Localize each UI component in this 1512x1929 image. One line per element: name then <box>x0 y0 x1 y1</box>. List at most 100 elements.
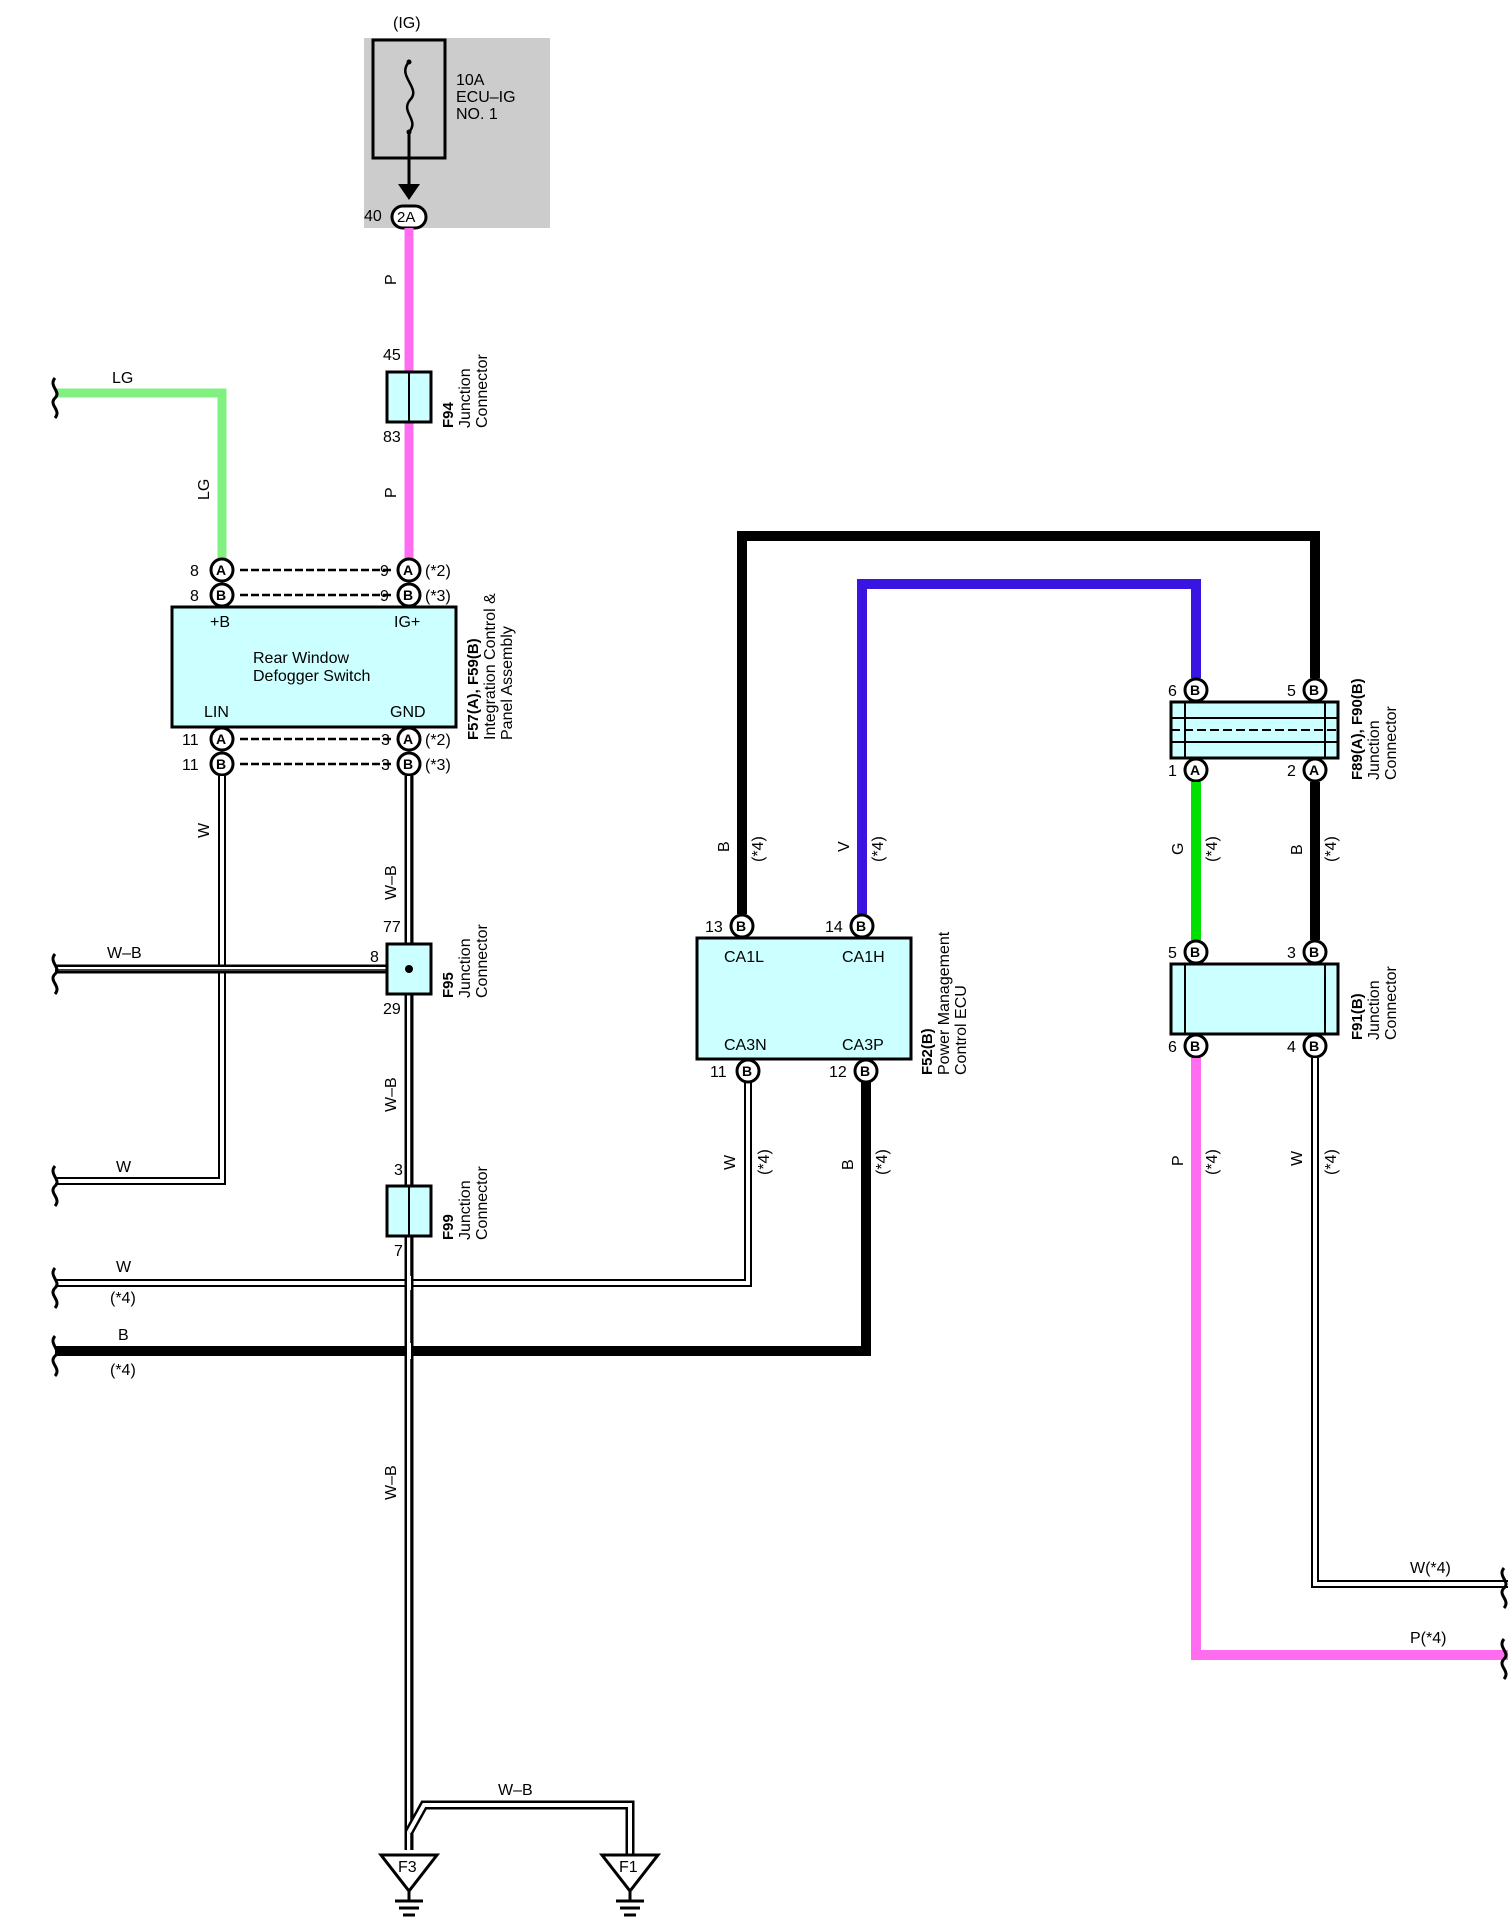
wire-label-w-left-3-note: (*4) <box>110 1290 136 1307</box>
wire-label-p-mid: P <box>383 487 400 498</box>
fuse-pin-number: 40 <box>364 208 382 225</box>
f89-pin-5: 5 <box>1287 683 1296 700</box>
wire-lg <box>55 388 227 558</box>
wire-label-w-left-2: W <box>116 1159 132 1176</box>
f89-pin-1: 1 <box>1168 763 1177 780</box>
sw-conn-b-r2: B <box>403 756 413 772</box>
sw-name-1: Rear Window <box>253 650 349 667</box>
ecu-line2: Control ECU <box>953 985 970 1075</box>
wire-w-right-outline <box>1311 1058 1508 1588</box>
sw-line1: Integration Control & <box>482 593 499 740</box>
wire-label-wb-ground: W–B <box>498 1782 533 1799</box>
sw-note-3: (*3) <box>425 588 451 605</box>
switch-pins-top: A B A B <box>209 557 422 608</box>
f89-id: F89(A), F90(B) <box>1349 678 1366 780</box>
f89-line1: Junction <box>1366 720 1383 780</box>
wire-label-v-ecu-note: (*4) <box>870 836 887 862</box>
ecu-id: F52(B) <box>919 1028 936 1075</box>
wire-label-b-right-note: (*4) <box>1323 836 1340 862</box>
defogger-switch-box <box>170 605 458 729</box>
f94-id: F94 <box>440 401 457 428</box>
f91-conn-b-4: B <box>1309 1038 1319 1054</box>
sw-conn-b-l2: B <box>216 756 226 772</box>
ground-f3-label: F3 <box>398 1859 417 1876</box>
wire-label-wb-left: W–B <box>107 945 142 962</box>
fuse-power-label: (IG) <box>393 15 421 32</box>
ecu-pins-top: B B <box>729 913 875 939</box>
sw-term-lin: LIN <box>204 704 229 721</box>
wire-w-ca3n <box>55 1079 750 1285</box>
ecu-term-ca1l: CA1L <box>724 949 764 966</box>
ground-f1-label: F1 <box>619 1859 638 1876</box>
wire-label-w-left-3: W <box>116 1259 132 1276</box>
wire-label-w-right-note: (*4) <box>1323 1149 1340 1175</box>
wire-label-p-right-end: P(*4) <box>1410 1630 1446 1647</box>
fuse-name-1: ECU–IG <box>456 89 516 106</box>
sw-conn-a-r2: A <box>403 731 413 747</box>
wire-label-w-right-end: W(*4) <box>1410 1560 1451 1577</box>
f94-pin-top: 45 <box>383 347 401 364</box>
f89-conn-b-l: B <box>1190 682 1200 698</box>
sw-conn-a-l: A <box>216 562 226 578</box>
sw-line2: Panel Assembly <box>499 626 516 740</box>
wire-w-left-3-break <box>51 1267 59 1309</box>
wire-w-left-2-break <box>51 1165 59 1207</box>
sw-conn-a-r: A <box>403 562 413 578</box>
f89-line2: Connector <box>1383 706 1400 780</box>
wire-label-b-right: B <box>1289 844 1306 855</box>
ecu-line1: Power Management <box>936 931 953 1075</box>
wire-label-b-ecu-l-note: (*4) <box>750 836 767 862</box>
wire-b-left-break <box>51 1335 59 1377</box>
sw-note-2: (*2) <box>425 563 451 580</box>
sw-pin-a-r2: 3 <box>381 732 390 749</box>
wire-label-g-right-note: (*4) <box>1204 836 1221 862</box>
sw-note-3b: (*3) <box>425 757 451 774</box>
sw-term-gnd: GND <box>390 704 426 721</box>
sw-pin-b-l2: 11 <box>182 757 199 774</box>
wire-b-ca1l <box>737 531 1320 914</box>
sw-conn-b-l: B <box>216 587 226 603</box>
wire-label-wb-2: W–B <box>383 1077 400 1112</box>
wire-label-w-left-vert: W <box>196 822 213 838</box>
ecu-conn-p2: B <box>856 918 866 934</box>
f91-conn-b-3: B <box>1190 1038 1200 1054</box>
f94-pin-bottom: 83 <box>383 429 401 446</box>
f91-conn-b-2: B <box>1309 944 1319 960</box>
f89-pins-bottom: A A <box>1183 757 1328 783</box>
ecu-conn-p3: B <box>742 1063 752 1079</box>
sw-term-b: +B <box>210 614 230 631</box>
f91-pin-3: 3 <box>1287 945 1296 962</box>
ecu-pins-bottom: B B <box>735 1058 879 1084</box>
f91-pins-bottom: B B <box>1183 1033 1328 1059</box>
wire-p-right-break <box>1500 1638 1508 1680</box>
f91-pin-5: 5 <box>1168 945 1177 962</box>
sw-id: F57(A), F59(B) <box>465 638 482 740</box>
wire-lg-break <box>51 377 59 419</box>
f89-conn-a-l: A <box>1190 762 1200 778</box>
wire-w-lin <box>55 776 224 1183</box>
wire-label-w-right: W <box>1289 1150 1306 1166</box>
sw-pin-a-r: 9 <box>380 563 389 580</box>
fuse-connector-label: 2A <box>397 209 415 226</box>
ecu-pin-13: 13 <box>705 919 723 936</box>
ecu-term-ca3p: CA3P <box>842 1037 884 1054</box>
ecu-pin-12: 12 <box>829 1064 847 1081</box>
f99-line2: Connector <box>474 1166 491 1240</box>
f89-pin-6: 6 <box>1168 683 1177 700</box>
sw-pin-b-r: 9 <box>380 588 389 605</box>
wire-label-wb-1: W–B <box>383 865 400 900</box>
wire-label-w-ecu-bot: W <box>722 1154 739 1170</box>
wire-label-wb-3: W–B <box>383 1465 400 1500</box>
sw-pin-a-l: 8 <box>190 563 199 580</box>
wire-label-b-left-note: (*4) <box>110 1362 136 1379</box>
f95-pin-top: 77 <box>383 919 401 936</box>
fuse-name-2: NO. 1 <box>456 106 498 123</box>
wire-label-w-ecu-bot-note: (*4) <box>756 1149 773 1175</box>
wire-w-right-break <box>1500 1567 1508 1609</box>
f89-conn-b-r: B <box>1309 682 1319 698</box>
ecu-conn-p4: B <box>860 1063 870 1079</box>
sw-pin-b-r2: 3 <box>381 757 390 774</box>
f91-line1: Junction <box>1366 980 1383 1040</box>
wire-label-g-right: G <box>1170 843 1187 855</box>
